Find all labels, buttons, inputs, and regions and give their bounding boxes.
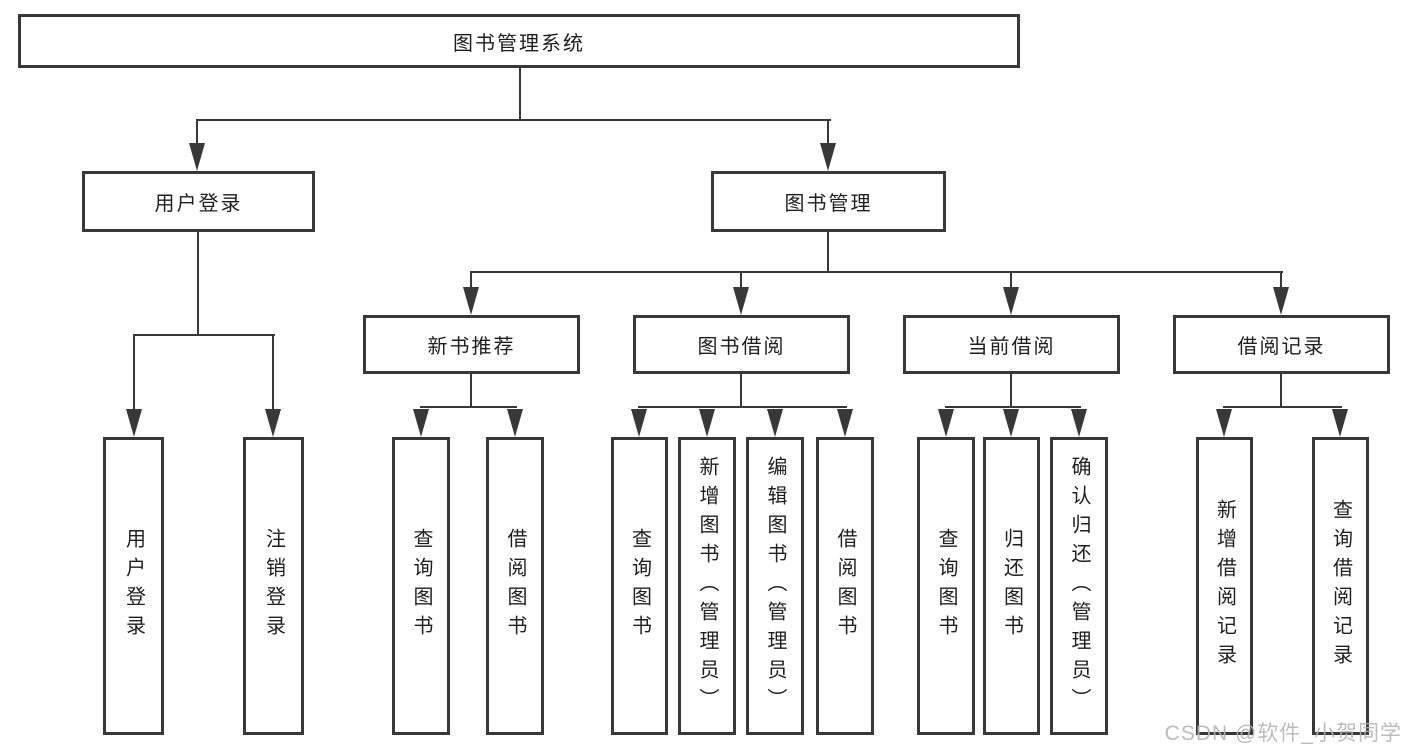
leaf-confirm-return-admin: 确认归还（管理员） bbox=[1050, 437, 1108, 735]
connector-line bbox=[945, 406, 1081, 408]
connector-line bbox=[133, 334, 275, 336]
arrowhead-down-icon bbox=[733, 287, 749, 315]
leaf-add-borrow-record: 新增借阅记录 bbox=[1196, 437, 1253, 735]
leaf-borrow-books-label: 借阅图书 bbox=[834, 528, 856, 644]
leaf-query-books-recommend-label: 查询图书 bbox=[410, 528, 432, 644]
leaf-add-books-admin-label: 新增图书（管理员） bbox=[696, 455, 718, 717]
leaf-confirm-return-admin-label: 确认归还（管理员） bbox=[1068, 455, 1090, 717]
connector-line bbox=[470, 271, 472, 291]
arrowhead-down-icon bbox=[1071, 409, 1087, 437]
leaf-query-books-current-label: 查询图书 bbox=[935, 528, 957, 644]
leaf-return-books: 归还图书 bbox=[983, 437, 1040, 735]
connector-line bbox=[133, 334, 135, 412]
node-book-borrowing-label: 图书借阅 bbox=[697, 336, 786, 358]
leaf-query-books-borrowing-label: 查询图书 bbox=[628, 528, 651, 644]
arrowhead-down-icon bbox=[463, 287, 479, 315]
leaf-borrow-books-recommend: 借阅图书 bbox=[486, 437, 544, 735]
connector-line bbox=[827, 119, 829, 146]
connector-line bbox=[197, 230, 199, 336]
leaf-borrow-books-recommend-label: 借阅图书 bbox=[504, 528, 526, 644]
leaf-borrow-books: 借阅图书 bbox=[816, 437, 874, 735]
connector-line bbox=[196, 119, 198, 146]
node-borrowing-records-label: 借阅记录 bbox=[1237, 336, 1326, 358]
arrowhead-down-icon bbox=[126, 409, 142, 437]
node-borrowing-records: 借阅记录 bbox=[1173, 315, 1390, 374]
connector-line bbox=[1280, 372, 1282, 408]
connector-line bbox=[519, 66, 521, 121]
arrowhead-down-icon bbox=[1332, 409, 1348, 437]
node-new-book-recommendation: 新书推荐 bbox=[363, 315, 580, 374]
arrowhead-down-icon bbox=[699, 409, 715, 437]
leaf-query-books-borrowing: 查询图书 bbox=[611, 437, 668, 735]
connector-line bbox=[740, 271, 742, 291]
arrowhead-down-icon bbox=[507, 409, 523, 437]
arrowhead-down-icon bbox=[189, 143, 205, 171]
leaf-query-books-current: 查询图书 bbox=[917, 437, 975, 735]
leaf-query-borrow-record-label: 查询借阅记录 bbox=[1329, 499, 1352, 673]
connector-line bbox=[420, 406, 517, 408]
node-new-book-recommendation-label: 新书推荐 bbox=[427, 336, 516, 358]
arrowhead-down-icon bbox=[265, 409, 281, 437]
leaf-query-books-recommend: 查询图书 bbox=[392, 437, 450, 735]
connector-line bbox=[827, 230, 829, 273]
node-book-borrowing: 图书借阅 bbox=[633, 315, 850, 374]
arrowhead-down-icon bbox=[1273, 287, 1289, 315]
connector-line bbox=[1010, 271, 1012, 291]
arrowhead-down-icon bbox=[1003, 409, 1019, 437]
leaf-return-books-label: 归还图书 bbox=[1000, 528, 1023, 644]
node-current-borrowing-label: 当前借阅 bbox=[967, 336, 1056, 358]
leaf-add-books-admin: 新增图书（管理员） bbox=[678, 437, 736, 735]
node-current-borrowing: 当前借阅 bbox=[903, 315, 1120, 374]
leaf-logout-label: 注销登录 bbox=[262, 528, 285, 644]
arrowhead-down-icon bbox=[767, 409, 783, 437]
arrowhead-down-icon bbox=[631, 409, 647, 437]
connector-line bbox=[470, 372, 472, 408]
node-user-login-label: 用户登录 bbox=[154, 193, 243, 215]
connector-line bbox=[272, 334, 274, 412]
arrowhead-down-icon bbox=[820, 143, 836, 171]
leaf-query-borrow-record: 查询借阅记录 bbox=[1312, 437, 1369, 735]
connector-line bbox=[1223, 406, 1342, 408]
node-book-management-label: 图书管理 bbox=[784, 193, 873, 215]
arrowhead-down-icon bbox=[837, 409, 853, 437]
connector-line bbox=[470, 271, 1283, 273]
connector-line bbox=[740, 372, 742, 408]
leaf-edit-books-admin: 编辑图书（管理员） bbox=[746, 437, 804, 735]
leaf-edit-books-admin-label: 编辑图书（管理员） bbox=[764, 455, 786, 717]
connector-line bbox=[196, 119, 831, 121]
connector-line bbox=[638, 406, 847, 408]
node-book-management-system-label: 图书管理系统 bbox=[453, 32, 585, 55]
leaf-user-login-label: 用户登录 bbox=[122, 528, 145, 644]
node-book-management: 图书管理 bbox=[711, 171, 946, 232]
node-book-management-system: 图书管理系统 bbox=[18, 14, 1020, 68]
arrowhead-down-icon bbox=[413, 409, 429, 437]
connector-line bbox=[1010, 372, 1012, 408]
node-user-login: 用户登录 bbox=[82, 171, 315, 232]
leaf-user-login: 用户登录 bbox=[103, 437, 164, 735]
arrowhead-down-icon bbox=[1003, 287, 1019, 315]
arrowhead-down-icon bbox=[938, 409, 954, 437]
connector-line bbox=[1280, 271, 1282, 291]
leaf-add-borrow-record-label: 新增借阅记录 bbox=[1213, 499, 1236, 673]
csdn-watermark: CSDN @软件_小贺同学 bbox=[1164, 722, 1402, 745]
arrowhead-down-icon bbox=[1216, 409, 1232, 437]
leaf-logout: 注销登录 bbox=[243, 437, 304, 735]
